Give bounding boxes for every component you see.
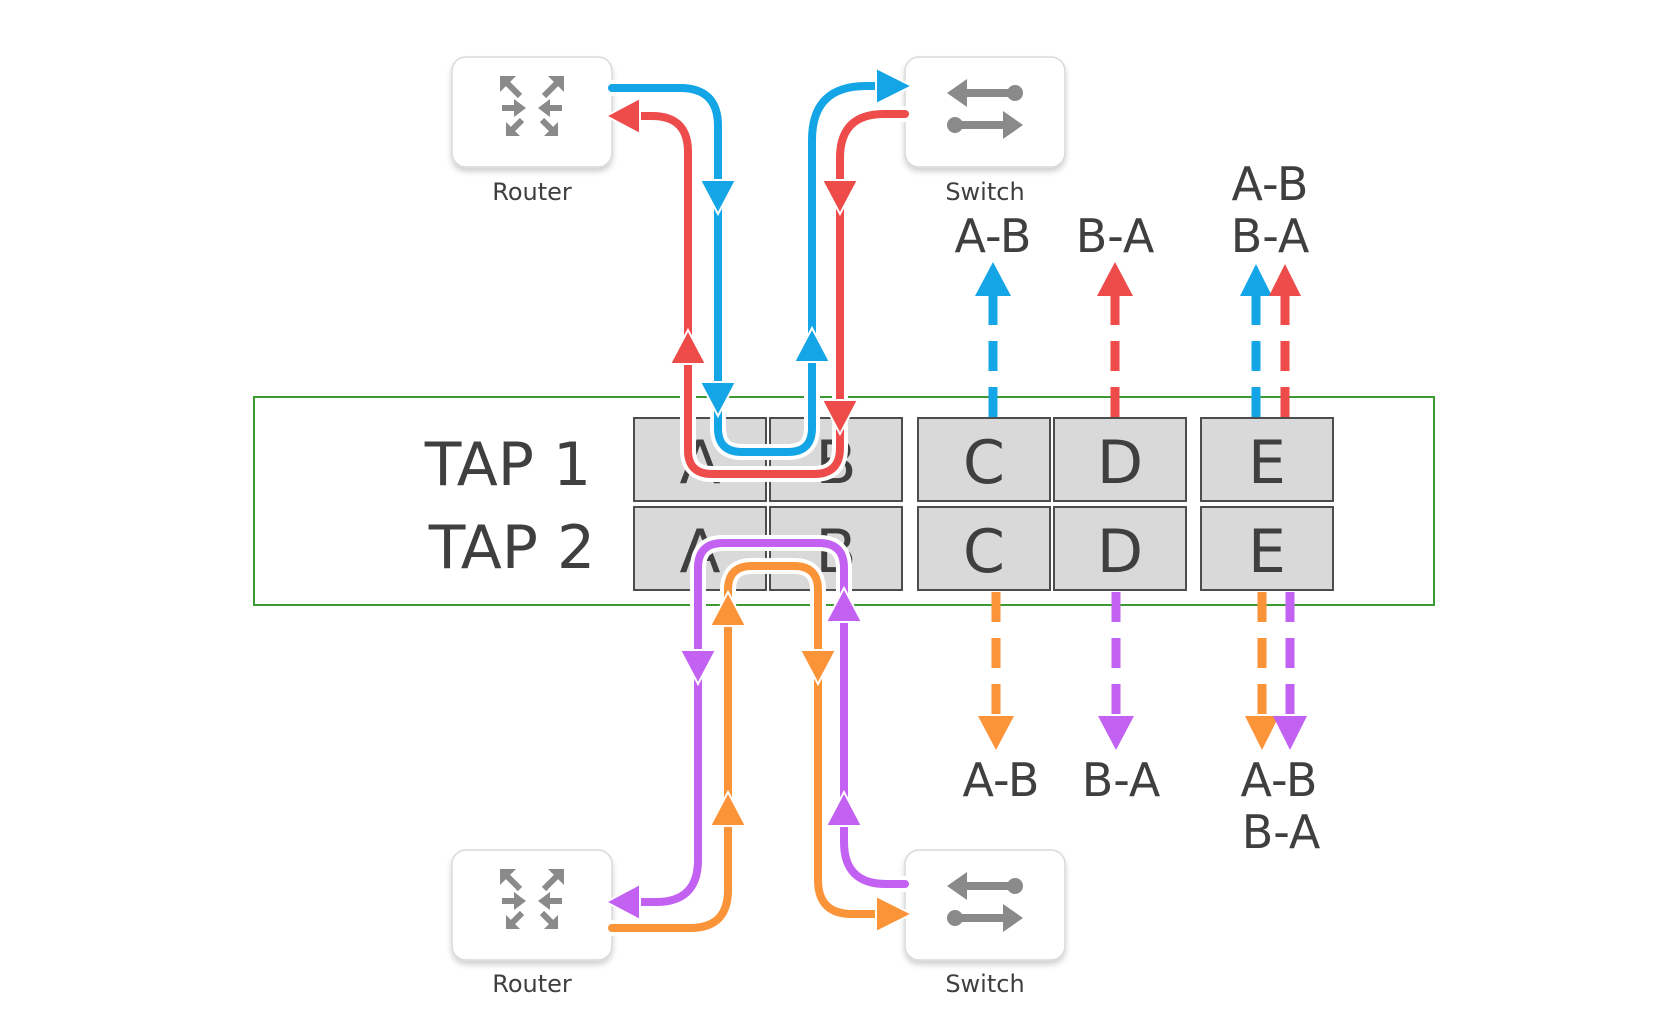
tap-1-output-d-label: B-A: [1076, 209, 1155, 263]
tap-2-output-e-label-1: A-B: [1241, 753, 1318, 807]
router-top-label: Router: [492, 178, 572, 206]
port-label: C: [963, 428, 1005, 498]
red-arrowhead: [820, 399, 860, 437]
purple-arrowhead: [1098, 716, 1134, 750]
tap-1-port-d[interactable]: D: [1053, 417, 1187, 502]
port-label: E: [1248, 517, 1286, 587]
tap-2-port-d[interactable]: D: [1053, 506, 1187, 591]
tap-2-traffic: [604, 535, 913, 936]
tap-2-port-e[interactable]: E: [1200, 506, 1334, 591]
tap-1-output-e-label-1: A-B: [1232, 157, 1309, 211]
switch-icon: [947, 79, 1023, 139]
port-label: D: [1097, 517, 1143, 587]
tap-2-output-e-label-2: B-A: [1242, 805, 1321, 859]
red-arrowhead: [1097, 262, 1133, 296]
blue-arrowhead: [698, 179, 738, 217]
switch-icon: [947, 872, 1023, 932]
router-bottom[interactable]: Router: [451, 849, 613, 998]
purple-arrowhead: [824, 585, 864, 623]
orange-flow: [608, 562, 890, 932]
switch-top-label: Switch: [945, 178, 1024, 206]
tap-1-outputs: [988, 294, 1290, 417]
port-label: C: [963, 517, 1005, 587]
tap-1-port-e[interactable]: E: [1200, 417, 1334, 502]
tap-2-output-c-label: A-B: [963, 753, 1040, 807]
switch-top[interactable]: Switch: [904, 56, 1066, 206]
tap-1-output-c-label: A-B: [955, 209, 1032, 263]
orange-arrowhead: [708, 789, 748, 827]
tap-1-label: TAP 1: [424, 430, 591, 500]
tap-1-arrowheads: [603, 66, 915, 437]
router-icon: [499, 75, 565, 136]
router-bottom-label: Router: [492, 970, 572, 998]
orange-arrowhead: [978, 716, 1014, 750]
switch-bottom[interactable]: Switch: [904, 849, 1066, 998]
router-top[interactable]: Router: [451, 56, 613, 206]
tap-1-traffic: [604, 78, 913, 482]
blue-arrowhead: [698, 381, 738, 419]
purple-arrowhead: [603, 882, 641, 922]
port-label: E: [1248, 428, 1286, 498]
red-arrowhead: [820, 179, 860, 217]
orange-arrowhead: [1245, 716, 1279, 750]
orange-arrowhead: [708, 589, 748, 627]
tap-2-outputs: [991, 592, 1295, 716]
switch-bottom-label: Switch: [945, 970, 1024, 998]
router-icon: [499, 868, 565, 929]
red-arrowhead: [1269, 264, 1301, 296]
red-flow: [624, 110, 909, 478]
purple-arrowhead: [824, 789, 864, 827]
tap-2-arrowheads: [603, 585, 915, 934]
blue-flow: [608, 82, 890, 456]
tap-2-output-d-label: B-A: [1082, 753, 1161, 807]
tap-2-port-c[interactable]: C: [917, 506, 1051, 591]
red-arrowhead: [603, 96, 641, 136]
tap-1-output-e-label-2: B-A: [1231, 209, 1310, 263]
purple-arrowhead: [678, 649, 718, 687]
orange-arrowhead: [875, 894, 915, 934]
blue-arrowhead: [792, 325, 832, 363]
blue-arrowhead: [1240, 264, 1272, 296]
blue-arrowhead: [975, 262, 1011, 296]
blue-arrowhead: [875, 66, 915, 106]
tap-1-port-c[interactable]: C: [917, 417, 1051, 502]
red-arrowhead: [668, 327, 708, 365]
orange-arrowhead: [798, 649, 838, 687]
purple-flow: [624, 539, 909, 906]
purple-arrowhead: [1273, 716, 1307, 750]
port-label: D: [1097, 428, 1143, 498]
tap-2-label: TAP 2: [428, 513, 595, 583]
